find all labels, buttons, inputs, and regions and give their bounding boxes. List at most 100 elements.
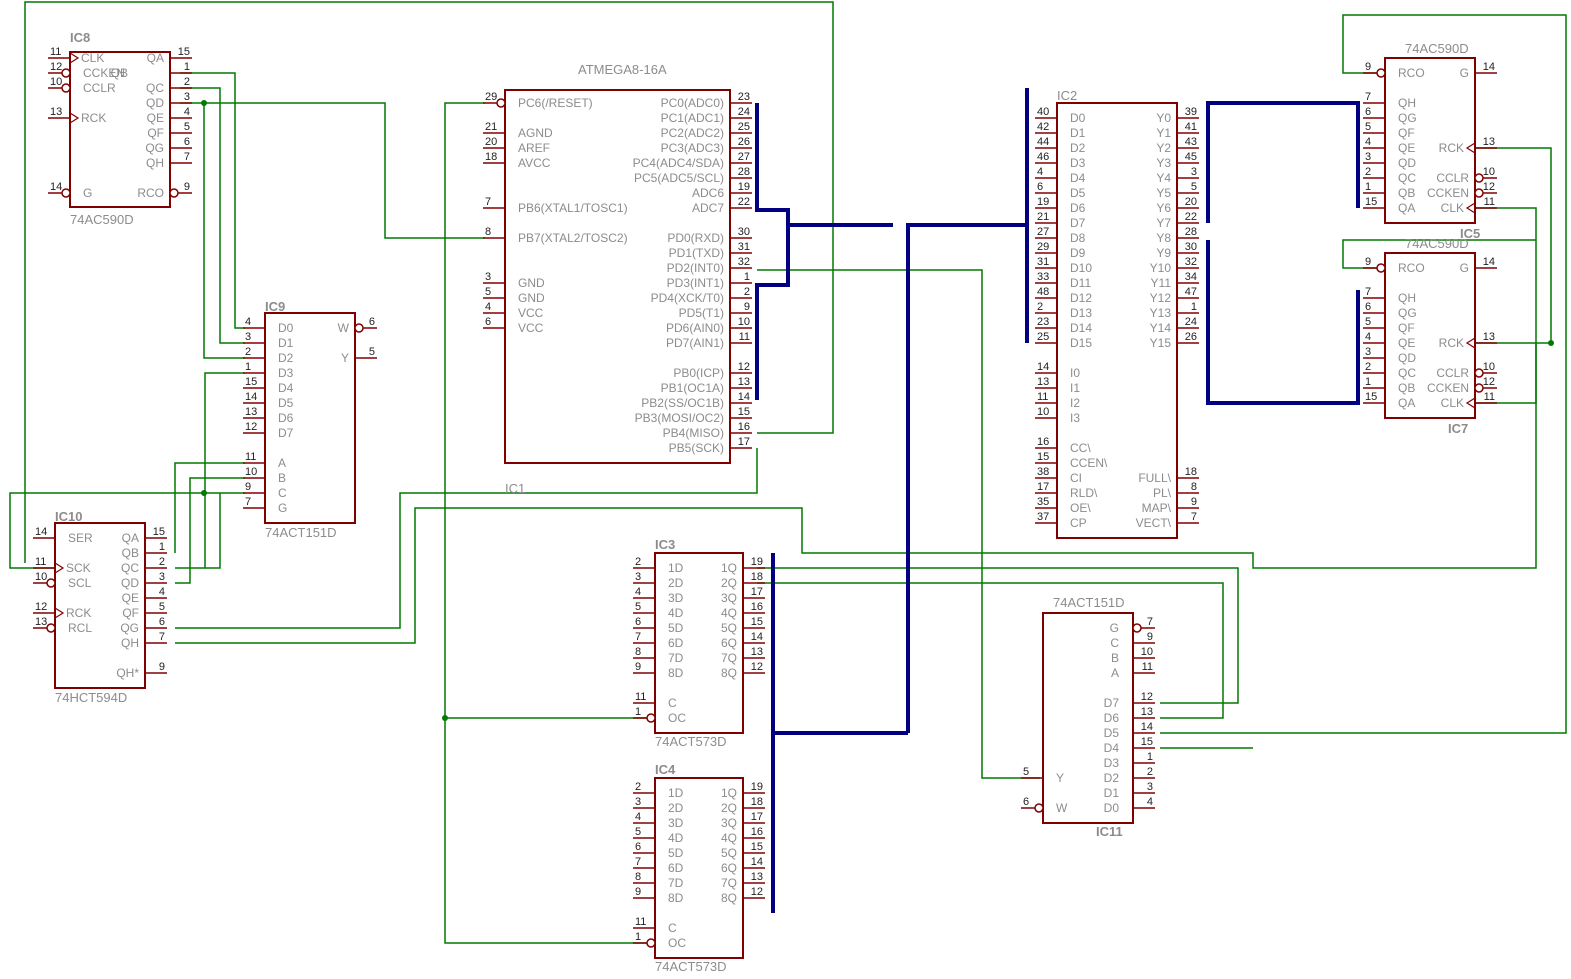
pin-label: 5Q bbox=[721, 846, 737, 860]
pin-label: 3Q bbox=[721, 816, 737, 830]
pin-number: 5 bbox=[1191, 181, 1197, 193]
pin-label: D0 bbox=[278, 321, 294, 335]
pin-number: 13 bbox=[751, 871, 763, 883]
pin-number: 1 bbox=[245, 361, 251, 373]
clock-marker-icon bbox=[1465, 142, 1476, 154]
inversion-bubble bbox=[46, 623, 56, 633]
pin-number: 12 bbox=[35, 601, 47, 613]
pin-label: G bbox=[1460, 66, 1469, 80]
pin-number: 7 bbox=[1365, 91, 1371, 103]
pin-label: RCL bbox=[68, 621, 92, 635]
chip-body bbox=[1384, 57, 1476, 224]
pin-ic10-3: 3QD bbox=[121, 571, 167, 590]
net-ic9-c-branch bbox=[205, 493, 221, 569]
pin-label: OC bbox=[668, 711, 686, 725]
pin-number: 15 bbox=[751, 841, 763, 853]
pin-label: QH bbox=[121, 636, 139, 650]
pin-label: QB bbox=[1398, 381, 1415, 395]
net-junctions bbox=[201, 100, 1554, 721]
pin-number: 7 bbox=[1147, 616, 1153, 628]
pin-number: 29 bbox=[1037, 241, 1049, 253]
chip-body bbox=[1384, 252, 1476, 419]
pin-ic5-9: 9 RCO bbox=[1363, 61, 1425, 80]
pin-ic11-9: 9C bbox=[1110, 631, 1155, 650]
pin-number: 10 bbox=[738, 316, 750, 328]
pin-label: B bbox=[278, 471, 286, 485]
pin-label: MAP\ bbox=[1142, 501, 1172, 515]
pin-ic8-7: 7QH bbox=[146, 151, 192, 170]
pin-label: QG bbox=[120, 621, 139, 635]
pin-label: PB1(OC1A) bbox=[661, 381, 724, 395]
pin-number: 9 bbox=[1365, 61, 1371, 73]
chip-name: IC7 bbox=[1448, 421, 1468, 436]
pin-number: 3 bbox=[159, 571, 165, 583]
pin-number: 4 bbox=[245, 316, 251, 328]
pin-number: 1 bbox=[159, 541, 165, 553]
net-ic3-q1 bbox=[757, 567, 1239, 704]
pin-number: 11 bbox=[1142, 661, 1153, 673]
clock-marker-icon bbox=[54, 562, 65, 574]
pin-label: PC6(/RESET) bbox=[518, 96, 593, 110]
pin-label: D0 bbox=[1070, 111, 1086, 125]
pin-label: 5D bbox=[668, 846, 684, 860]
pin-ic10-7: 7QH bbox=[121, 631, 167, 650]
pin-label: QB bbox=[122, 546, 139, 560]
pin-label: C bbox=[1110, 636, 1119, 650]
pin-number: 19 bbox=[751, 556, 763, 568]
pin-number: 12 bbox=[738, 361, 750, 373]
pin-number: 9 bbox=[245, 481, 251, 493]
pin-label: OC bbox=[668, 936, 686, 950]
chip-body bbox=[69, 51, 171, 208]
pin-label: CCEN\ bbox=[1070, 456, 1108, 470]
chip-value: 74ACT151D bbox=[1053, 595, 1125, 610]
pin-number: 18 bbox=[1185, 466, 1197, 478]
pin-number: 11 bbox=[635, 691, 646, 703]
pin-ic11-3: 3D1 bbox=[1104, 781, 1155, 800]
pin-number: 39 bbox=[1185, 106, 1197, 118]
pin-label: I2 bbox=[1070, 396, 1080, 410]
pin-label: RCO bbox=[1398, 66, 1425, 80]
pin-number: 13 bbox=[1483, 136, 1495, 148]
pin-number: 10 bbox=[35, 571, 47, 583]
pin-label: 5D bbox=[668, 621, 684, 635]
pin-label: D8 bbox=[1070, 231, 1086, 245]
pin-label: D1 bbox=[278, 336, 294, 350]
pin-number: 15 bbox=[245, 376, 257, 388]
pin-number: 9 bbox=[635, 661, 641, 673]
pin-label: D12 bbox=[1070, 291, 1092, 305]
pin-ic8-5: 5QF bbox=[147, 121, 192, 140]
pin-number: 5 bbox=[1365, 316, 1371, 328]
pin-label: RCK bbox=[66, 606, 91, 620]
pin-label: Y14 bbox=[1150, 321, 1172, 335]
pin-number: 9 bbox=[1147, 631, 1153, 643]
pin-label: RLD\ bbox=[1070, 486, 1098, 500]
pin-number: 7 bbox=[245, 496, 251, 508]
pin-number: 7 bbox=[1191, 511, 1197, 523]
pin-number: 13 bbox=[1037, 376, 1049, 388]
pin-number: 11 bbox=[1484, 391, 1495, 403]
pin-number: 3 bbox=[1191, 166, 1197, 178]
pin-label: GND bbox=[518, 276, 545, 290]
pin-number: 14 bbox=[50, 181, 62, 193]
pin-number: 18 bbox=[751, 796, 763, 808]
